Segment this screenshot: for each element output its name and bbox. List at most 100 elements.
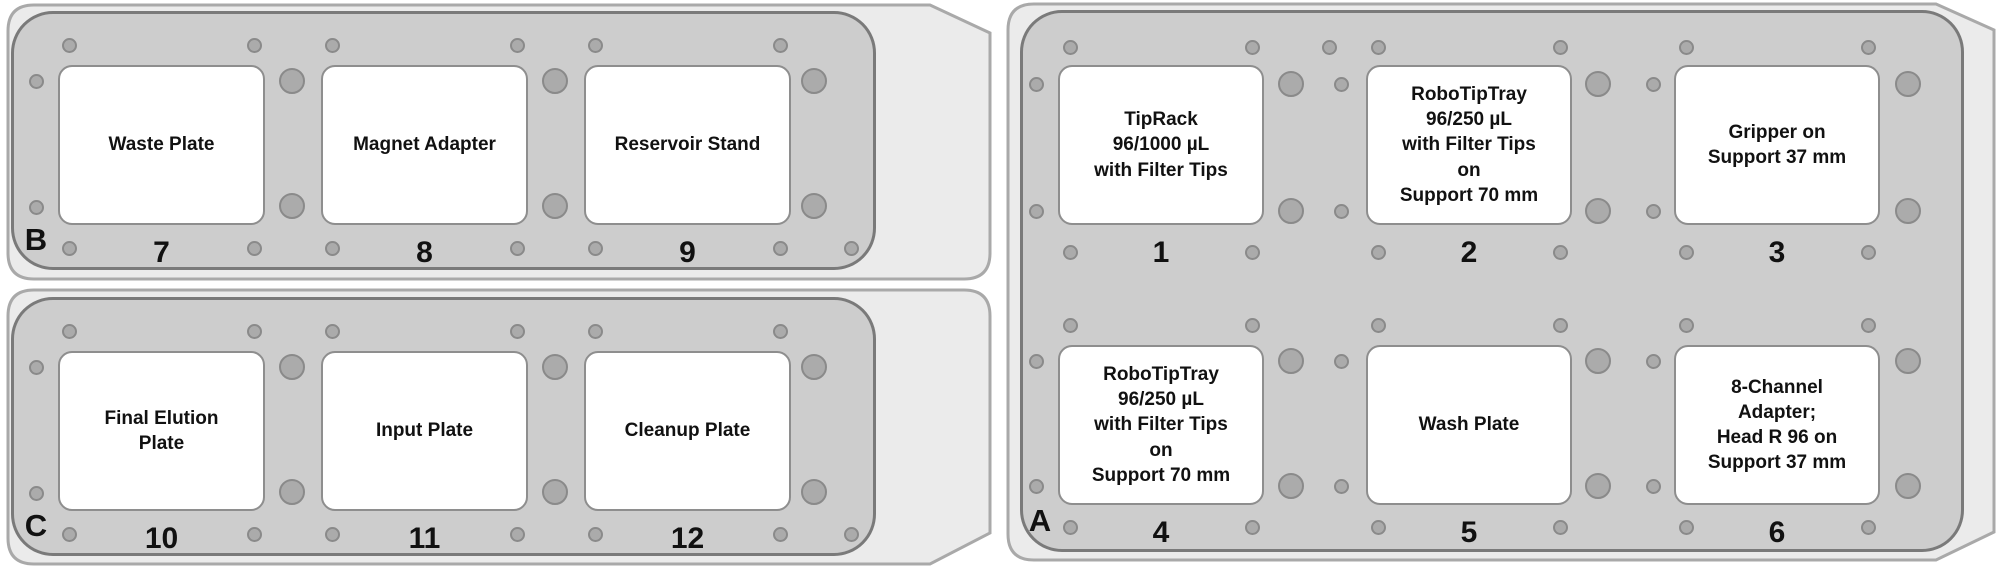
screw-hole-icon	[801, 68, 827, 94]
plate-9-label: Reservoir Stand	[614, 134, 761, 156]
screw-hole-icon	[801, 354, 827, 380]
panel-a: A TipRack 96/1000 µL with Filter Tips 1 …	[1004, 1, 1998, 563]
screw-hole-icon	[1278, 71, 1304, 97]
screw-hole-icon	[28, 199, 44, 215]
screw-hole-icon	[279, 354, 305, 380]
screw-hole-icon	[542, 68, 568, 94]
plate-7-label: Waste Plate	[108, 134, 215, 156]
screw-hole-icon	[1244, 39, 1260, 55]
screw-hole-icon	[1028, 76, 1044, 92]
screw-hole-icon	[587, 526, 603, 542]
screw-hole-icon	[772, 323, 788, 339]
panel-letter-a: A	[1028, 503, 1052, 538]
screw-hole-icon	[279, 193, 305, 219]
screw-hole-icon	[28, 359, 44, 375]
screw-hole-icon	[1645, 478, 1661, 494]
slot-number-9: 9	[679, 236, 696, 269]
screw-hole-icon	[1895, 473, 1921, 499]
screw-hole-icon	[1678, 317, 1694, 333]
slot-number-10: 10	[144, 522, 179, 555]
plate-6: 8-Channel Adapter; Head R 96 on Support …	[1674, 345, 1880, 505]
slot-number-1: 1	[1152, 236, 1170, 269]
panel-letter-b: B	[24, 222, 48, 257]
panel-b: B Waste Plate 7 Magnet Adapter 8 Reservo…	[4, 1, 994, 283]
screw-hole-icon	[1552, 244, 1568, 260]
screw-hole-icon	[324, 240, 340, 256]
screw-hole-icon	[509, 37, 525, 53]
screw-hole-icon	[1333, 203, 1349, 219]
screw-hole-icon	[843, 240, 859, 256]
screw-hole-icon	[1028, 203, 1044, 219]
screw-hole-icon	[1370, 244, 1386, 260]
screw-hole-icon	[1028, 478, 1044, 494]
screw-hole-icon	[1552, 39, 1568, 55]
screw-hole-icon	[1028, 353, 1044, 369]
plate-9: Reservoir Stand	[584, 65, 791, 225]
plate-7: Waste Plate	[58, 65, 265, 225]
screw-hole-icon	[1585, 473, 1611, 499]
screw-hole-icon	[1333, 76, 1349, 92]
screw-hole-icon	[1244, 244, 1260, 260]
slot-number-8: 8	[416, 236, 433, 269]
screw-hole-icon	[246, 37, 262, 53]
screw-hole-icon	[324, 526, 340, 542]
screw-hole-icon	[1645, 76, 1661, 92]
plate-3-label: Gripper on Support 37 mm	[1707, 121, 1847, 168]
deck-b: B Waste Plate 7 Magnet Adapter 8 Reservo…	[11, 11, 876, 270]
screw-hole-icon	[246, 323, 262, 339]
screw-hole-icon	[1244, 317, 1260, 333]
screw-hole-icon	[587, 37, 603, 53]
screw-hole-icon	[587, 240, 603, 256]
screw-hole-icon	[246, 240, 262, 256]
screw-hole-icon	[324, 323, 340, 339]
panel-letter-c: C	[24, 508, 48, 543]
screw-hole-icon	[1895, 198, 1921, 224]
screw-hole-icon	[587, 323, 603, 339]
screw-hole-icon	[1645, 353, 1661, 369]
plate-8-label: Magnet Adapter	[353, 134, 496, 156]
screw-hole-icon	[1585, 348, 1611, 374]
slot-number-6: 6	[1768, 516, 1786, 549]
plate-10: Final Elution Plate	[58, 351, 265, 511]
plate-6-label: 8-Channel Adapter; Head R 96 on Support …	[1707, 376, 1847, 474]
slot-number-4: 4	[1152, 516, 1170, 549]
plate-1-label: TipRack 96/1000 µL with Filter Tips	[1094, 109, 1228, 181]
screw-hole-icon	[1678, 39, 1694, 55]
plate-12: Cleanup Plate	[584, 351, 791, 511]
screw-hole-icon	[1552, 317, 1568, 333]
slot-number-3: 3	[1768, 236, 1786, 269]
screw-hole-icon	[279, 68, 305, 94]
screw-hole-icon	[1860, 519, 1876, 535]
screw-hole-icon	[772, 526, 788, 542]
plate-4: RoboTipTray 96/250 µL with Filter Tips o…	[1058, 345, 1264, 505]
screw-hole-icon	[843, 526, 859, 542]
screw-hole-icon	[1278, 348, 1304, 374]
screw-hole-icon	[61, 323, 77, 339]
screw-hole-icon	[1321, 39, 1337, 55]
plate-4-label: RoboTipTray 96/250 µL with Filter Tips o…	[1091, 364, 1231, 486]
screw-hole-icon	[772, 37, 788, 53]
screw-hole-icon	[1678, 519, 1694, 535]
plate-2: RoboTipTray 96/250 µL with Filter Tips o…	[1366, 65, 1572, 225]
plate-2-label: RoboTipTray 96/250 µL with Filter Tips o…	[1399, 84, 1539, 206]
screw-hole-icon	[509, 240, 525, 256]
deck-c: C Final Elution Plate 10 Input Plate 11 …	[11, 297, 876, 556]
screw-hole-icon	[1678, 244, 1694, 260]
slot-number-12: 12	[670, 522, 705, 555]
screw-hole-icon	[1062, 39, 1078, 55]
screw-hole-icon	[61, 37, 77, 53]
slot-number-7: 7	[153, 236, 170, 269]
plate-11-label: Input Plate	[375, 420, 474, 442]
screw-hole-icon	[801, 193, 827, 219]
screw-hole-icon	[1895, 348, 1921, 374]
screw-hole-icon	[1333, 353, 1349, 369]
deck-a: A TipRack 96/1000 µL with Filter Tips 1 …	[1020, 10, 1964, 552]
screw-hole-icon	[1062, 244, 1078, 260]
screw-hole-icon	[1062, 519, 1078, 535]
slot-number-2: 2	[1460, 236, 1478, 269]
screw-hole-icon	[542, 479, 568, 505]
screw-hole-icon	[1895, 71, 1921, 97]
screw-hole-icon	[279, 479, 305, 505]
screw-hole-icon	[1278, 473, 1304, 499]
